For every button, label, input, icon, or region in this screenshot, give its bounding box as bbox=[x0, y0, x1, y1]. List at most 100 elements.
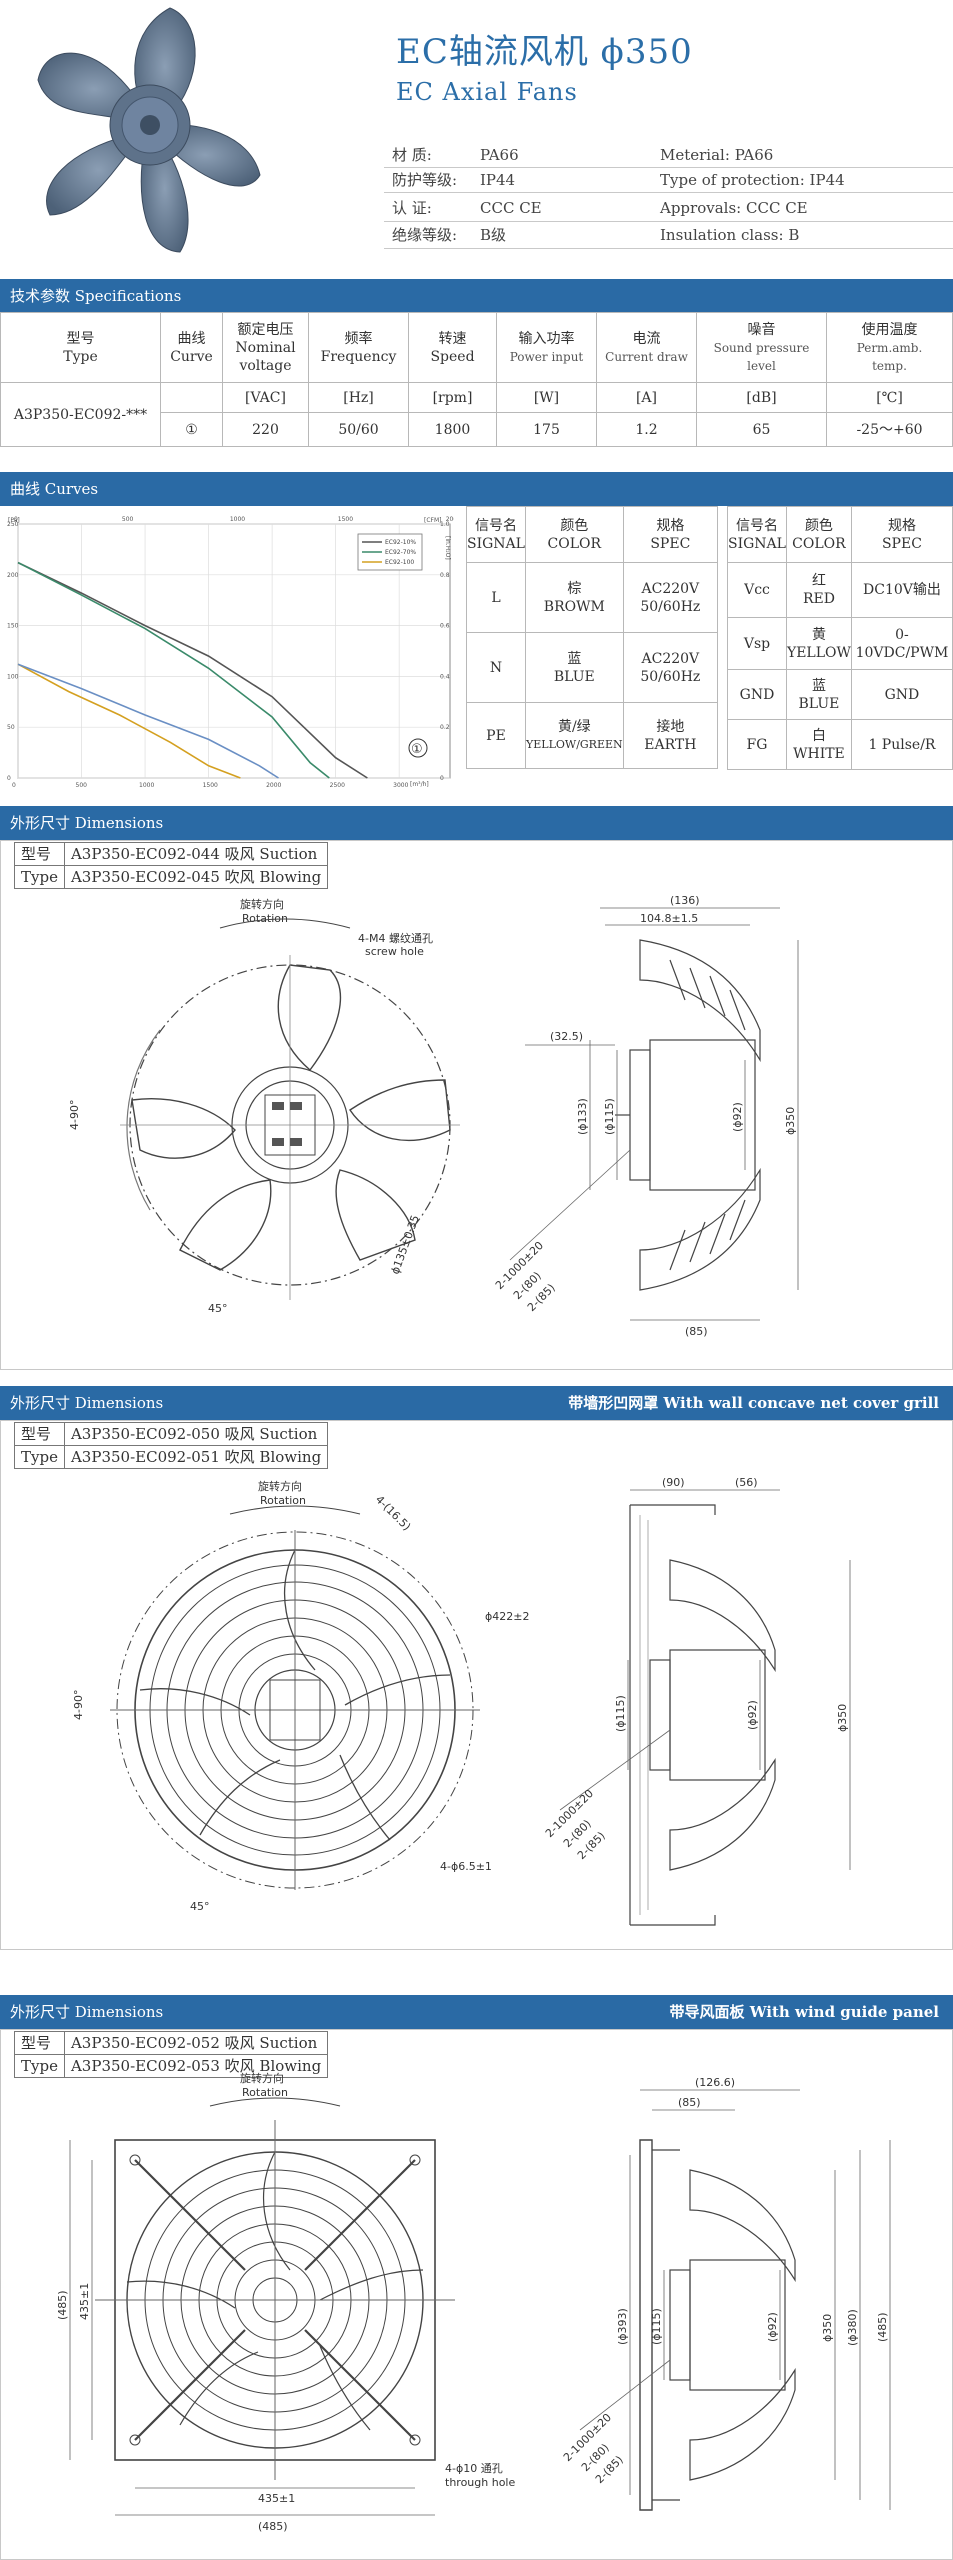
x-tick-label: 500 bbox=[76, 782, 88, 788]
svg-text:Rotation: Rotation bbox=[242, 912, 288, 925]
x2-tick-label: 0 bbox=[14, 516, 18, 523]
x-tick-label: 2500 bbox=[330, 782, 345, 788]
cell-voltage: 220 bbox=[222, 412, 309, 447]
y-tick-label: 50 bbox=[7, 724, 15, 731]
axis-left-unit: [Pa] bbox=[8, 517, 20, 524]
y-tick-label: 150 bbox=[7, 623, 19, 630]
svg-text:(ϕ393): (ϕ393) bbox=[616, 2308, 629, 2345]
y-tick-label: 100 bbox=[7, 673, 19, 680]
cell-curve: ① bbox=[160, 412, 223, 447]
legend-item: EC92-100 bbox=[385, 559, 414, 566]
spec-approvals-en: Approvals: CCC CE bbox=[660, 199, 808, 217]
svg-text:(ϕ115): (ϕ115) bbox=[603, 1098, 616, 1135]
svg-text:旋转方向: 旋转方向 bbox=[240, 897, 284, 911]
svg-text:Rotation: Rotation bbox=[242, 2086, 288, 2099]
svg-text:104.8±1.5: 104.8±1.5 bbox=[640, 912, 698, 925]
cell-temp: -25～+60 bbox=[826, 412, 953, 447]
cell-type: A3P350-EC092-*** bbox=[0, 382, 161, 447]
fan-panel-front-view: 旋转方向 Rotation (485) 435±1 435±1 (485) 4-… bbox=[56, 2071, 515, 2533]
fan-impeller-photo bbox=[37, 7, 261, 253]
cell-speed: 1800 bbox=[408, 412, 497, 447]
fan-grill-side-view: (90) (56) (ϕ115) (ϕ92) ϕ350 2-1000±20 2-… bbox=[543, 1476, 851, 1926]
svg-text:through hole: through hole bbox=[445, 2476, 515, 2489]
y2-tick-label: 0.8 bbox=[440, 572, 450, 579]
svg-text:4-ϕ10 通孔: 4-ϕ10 通孔 bbox=[445, 2462, 503, 2475]
svg-text:(136): (136) bbox=[670, 894, 700, 907]
svg-text:(85): (85) bbox=[678, 2096, 701, 2109]
svg-text:(ϕ133): (ϕ133) bbox=[576, 1098, 589, 1135]
chart-legend: EC92-10% EC92-70% EC92-100 bbox=[357, 533, 423, 571]
svg-text:(56): (56) bbox=[735, 1476, 758, 1489]
fan-side-view-1: (136) 104.8±1.5 (32.5) (ϕ133) (ϕ115) (ϕ9… bbox=[493, 894, 799, 1338]
svg-text:(ϕ92): (ϕ92) bbox=[731, 1102, 744, 1132]
y-tick-label: 200 bbox=[7, 572, 19, 579]
cell-current: 1.2 bbox=[596, 412, 697, 447]
product-title-en: EC Axial Fans bbox=[396, 78, 578, 106]
svg-text:(ϕ115): (ϕ115) bbox=[614, 1695, 627, 1732]
svg-text:45°: 45° bbox=[190, 1900, 210, 1913]
svg-text:(ϕ115): (ϕ115) bbox=[650, 2308, 663, 2345]
y2-tick-label: 0.4 bbox=[440, 673, 450, 680]
svg-text:(32.5): (32.5) bbox=[550, 1030, 583, 1043]
spec-approvals: 认 证:CCC CE bbox=[392, 199, 542, 217]
x-tick-label: 0 bbox=[12, 782, 16, 788]
spec-protection: 防护等级:IP44 bbox=[392, 171, 516, 189]
axis-right-unit: [in.H₂O] bbox=[444, 536, 451, 560]
svg-text:ϕ350: ϕ350 bbox=[821, 2314, 834, 2342]
y2-tick-label: 0.6 bbox=[440, 623, 450, 630]
fan-panel-side-view: (126.6) (85) (ϕ393) (ϕ115) (ϕ92) ϕ350 (ϕ… bbox=[561, 2076, 891, 2511]
dimensions-bar-1: 外形尺寸 Dimensions bbox=[0, 806, 953, 840]
svg-text:4-90°: 4-90° bbox=[68, 1100, 81, 1130]
curve-series-line bbox=[17, 561, 330, 779]
curve-marker: ① bbox=[411, 742, 423, 757]
curve-series-line bbox=[17, 663, 279, 779]
svg-text:Rotation: Rotation bbox=[260, 1494, 306, 1507]
spec-protection-en: Type of protection: IP44 bbox=[660, 171, 845, 189]
x-tick-label: 3000 bbox=[393, 782, 408, 788]
svg-text:4-90°: 4-90° bbox=[72, 1690, 85, 1720]
svg-text:screw hole: screw hole bbox=[365, 945, 424, 958]
svg-text:(485): (485) bbox=[56, 2290, 69, 2320]
curves-bar: 曲线 Curves bbox=[0, 472, 953, 506]
axis-top-unit: [CFM] bbox=[424, 517, 442, 524]
svg-text:ϕ422±2: ϕ422±2 bbox=[485, 1610, 529, 1623]
svg-text:(126.6): (126.6) bbox=[695, 2076, 735, 2089]
spec-material: 材 质:PA66 bbox=[392, 146, 519, 164]
spec-insulation: 绝缘等级:B级 bbox=[392, 226, 507, 244]
specifications-bar: 技术参数 Specifications bbox=[0, 279, 953, 313]
cell-noise: 65 bbox=[696, 412, 827, 447]
curve-series-line bbox=[17, 663, 241, 779]
svg-text:435±1: 435±1 bbox=[78, 2283, 91, 2320]
x2-tick-label: 2000 bbox=[446, 516, 454, 523]
svg-text:4-M4 螺纹通孔: 4-M4 螺纹通孔 bbox=[358, 931, 433, 945]
axis-bottom-unit: [m³/h] bbox=[410, 781, 429, 788]
fan-front-view-1: 旋转方向 Rotation 4-M4 螺纹通孔 screw hole 4-90°… bbox=[68, 897, 460, 1315]
svg-text:ϕ135±0.35: ϕ135±0.35 bbox=[389, 1213, 422, 1276]
svg-text:(485): (485) bbox=[258, 2520, 288, 2533]
cell-frequency: 50/60 bbox=[308, 412, 409, 447]
cell-power: 175 bbox=[496, 412, 597, 447]
legend-item: EC92-70% bbox=[385, 549, 416, 556]
y2-tick-label: 0 bbox=[440, 775, 444, 782]
svg-text:(485): (485) bbox=[876, 2312, 889, 2342]
x-tick-label: 1500 bbox=[203, 782, 218, 788]
y2-tick-label: 0.2 bbox=[440, 724, 450, 731]
x2-tick-label: 1000 bbox=[230, 516, 245, 523]
svg-text:(ϕ92): (ϕ92) bbox=[746, 1700, 759, 1730]
